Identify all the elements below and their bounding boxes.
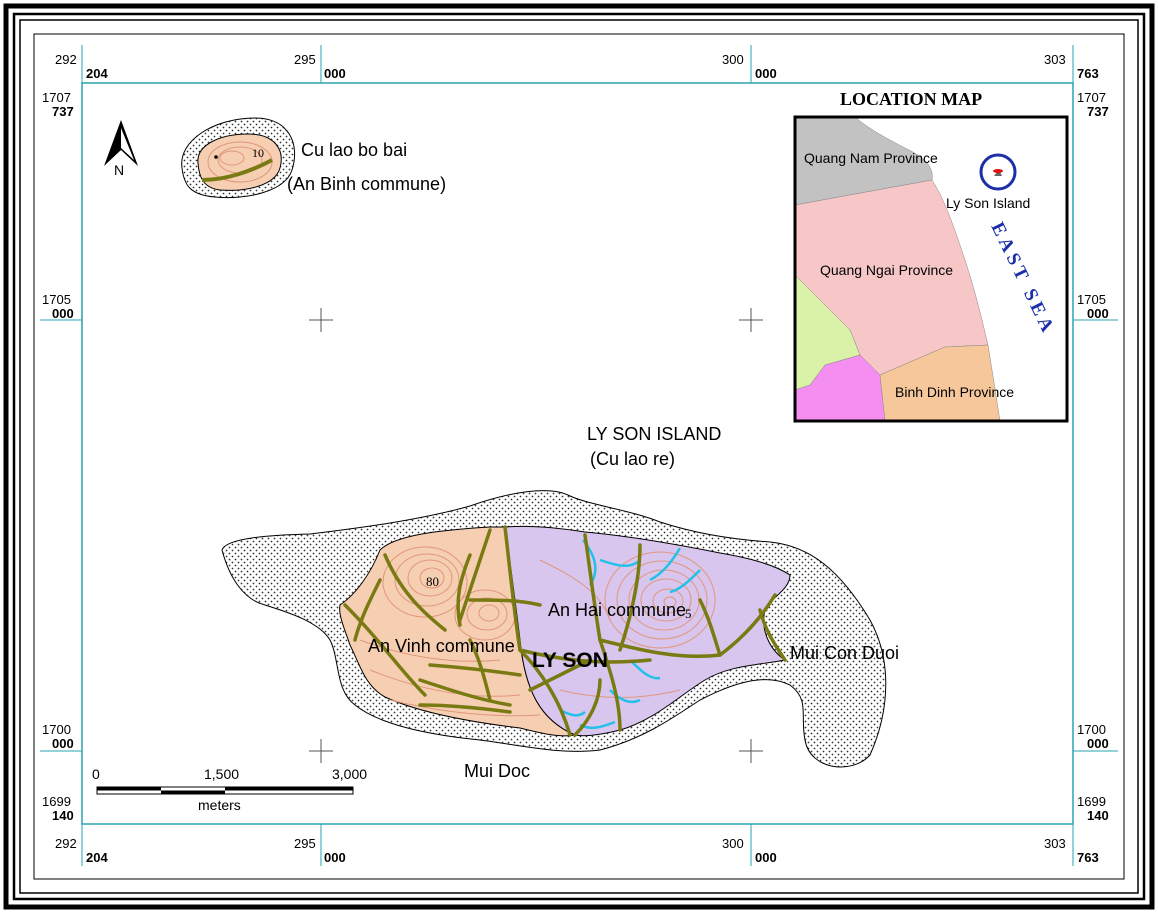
inset-title: LOCATION MAP [840, 89, 982, 109]
coord-x-763-top: 763 [1077, 66, 1099, 81]
coord-x-300-top: 300 [722, 52, 744, 67]
coord-y-1700-left: 1700 [42, 722, 71, 737]
grid-crosses [309, 308, 763, 763]
coord-x-295-bottom: 295 [294, 836, 316, 851]
district-label: LY SON [532, 649, 608, 672]
coord-x-292-bottom: 292 [55, 836, 77, 851]
coord-y-000a-left: 000 [52, 306, 74, 321]
coord-x-000b-top: 000 [755, 66, 777, 81]
coord-y-737-right: 737 [1087, 104, 1109, 119]
coord-y-140-left: 140 [52, 808, 74, 823]
coord-x-300-bottom: 300 [722, 836, 744, 851]
island-subtitle: (Cu lao re) [590, 449, 675, 469]
scale-unit: meters [198, 797, 241, 813]
coord-x-000a-top: 000 [324, 66, 346, 81]
coord-labels-bottom: 292 204 295 000 300 000 303 763 [55, 836, 1099, 865]
coord-labels-right: 1707 737 1705 000 1700 000 1699 140 [1077, 90, 1109, 823]
coord-y-1705-left: 1705 [42, 292, 71, 307]
scale-tick-1500: 1,500 [204, 766, 239, 782]
small-island-commune: (An Binh commune) [287, 174, 446, 194]
inset-location-map: LOCATION MAP Quang Nam Province Ly Son I… [793, 89, 1069, 423]
coord-y-1707-left: 1707 [42, 90, 71, 105]
coord-y-000a-right: 000 [1087, 306, 1109, 321]
coord-y-140-right: 140 [1087, 808, 1109, 823]
coord-x-000a-bottom: 000 [324, 850, 346, 865]
coord-y-000b-right: 000 [1087, 736, 1109, 751]
grid-ticks [40, 45, 1118, 866]
coord-y-000b-left: 000 [52, 736, 74, 751]
cape-east-label: Mui Con Duoi [790, 643, 899, 663]
coord-x-763-bottom: 763 [1077, 850, 1099, 865]
coord-x-295-top: 295 [294, 52, 316, 67]
scale-tick-3000: 3,000 [332, 766, 367, 782]
inset-binh-dinh: Binh Dinh Province [895, 384, 1014, 400]
coord-x-303-bottom: 303 [1044, 836, 1066, 851]
coord-y-1700-right: 1700 [1077, 722, 1106, 737]
contour-label-10: 10 [252, 146, 264, 160]
ly-son-island: 80 5 [221, 490, 887, 768]
scale-tick-0: 0 [92, 766, 100, 782]
coord-y-1699-right: 1699 [1077, 794, 1106, 809]
scale-bar: 0 1,500 3,000 meters [92, 766, 367, 813]
coord-labels-top: 292 204 295 000 300 000 303 763 [55, 52, 1099, 81]
island-title: LY SON ISLAND [587, 424, 721, 444]
inset-quang-ngai: Quang Ngai Province [820, 262, 953, 278]
contour-label-80: 80 [426, 574, 439, 589]
commune-an-hai-label: An Hai commune [548, 600, 686, 620]
coord-y-1699-left: 1699 [42, 794, 71, 809]
north-arrow-icon: N [104, 120, 138, 178]
inset-quang-nam: Quang Nam Province [804, 150, 938, 166]
outer-frame [3, 3, 1155, 910]
coord-x-204-top: 204 [86, 66, 108, 81]
ly-son-marker-icon [979, 153, 1017, 191]
small-island-name: Cu lao bo bai [301, 140, 407, 160]
map-neatline [81, 82, 1074, 825]
cape-south-label: Mui Doc [464, 761, 530, 781]
coord-y-1707-right: 1707 [1077, 90, 1106, 105]
coord-x-292-top: 292 [55, 52, 77, 67]
coord-labels-left: 1707 737 1705 000 1700 000 1699 140 [42, 90, 74, 823]
coord-x-204-bottom: 204 [86, 850, 108, 865]
north-label: N [114, 162, 124, 178]
coord-x-303-top: 303 [1044, 52, 1066, 67]
small-island: 10 [181, 117, 296, 199]
coord-x-000b-bottom: 000 [755, 850, 777, 865]
commune-an-vinh-label: An Vinh commune [368, 636, 515, 656]
coord-y-737-left: 737 [52, 104, 74, 119]
coord-y-1705-right: 1705 [1077, 292, 1106, 307]
contour-label-5: 5 [685, 606, 692, 621]
inset-ly-son: Ly Son Island [946, 195, 1030, 211]
